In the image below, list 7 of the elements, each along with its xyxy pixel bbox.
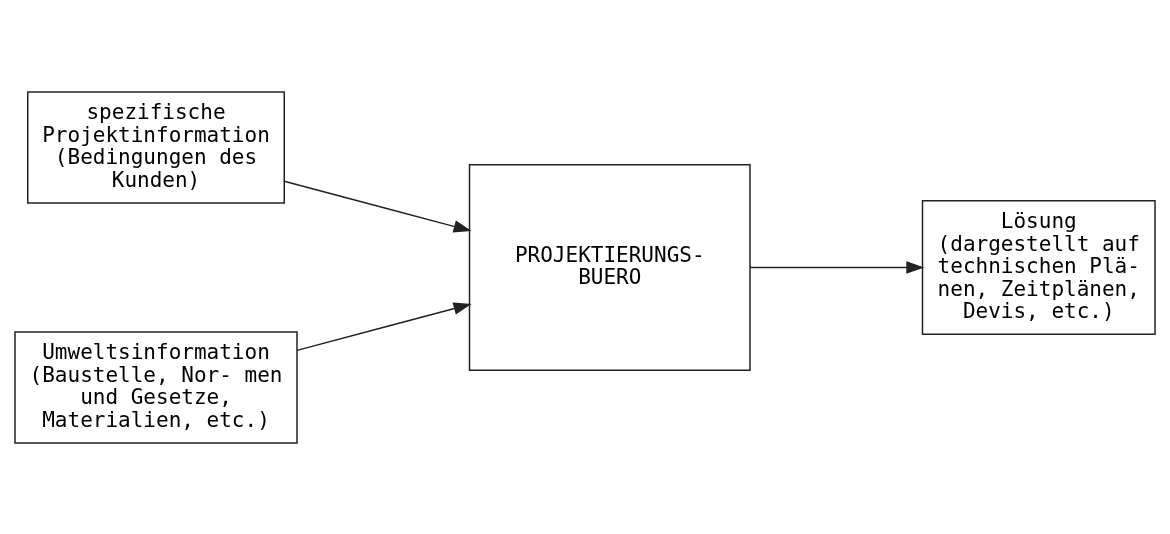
node-box: PROJEKTIERUNGS- BUERO bbox=[468, 163, 751, 371]
arrow bbox=[296, 301, 472, 351]
node-box: spezifische Projektinformation (Bedingungen des Kunden) bbox=[27, 90, 285, 204]
node-box: Lösung (dargestellt auf technischen Plä- nen, Zeitplänen, Devis, etc.) bbox=[921, 199, 1156, 335]
node-box: Umweltsinformation (Baustelle, Nor- men und Gesetze, Materialien, etc.) bbox=[14, 330, 298, 444]
arrow bbox=[749, 260, 925, 274]
arrow bbox=[283, 180, 472, 233]
